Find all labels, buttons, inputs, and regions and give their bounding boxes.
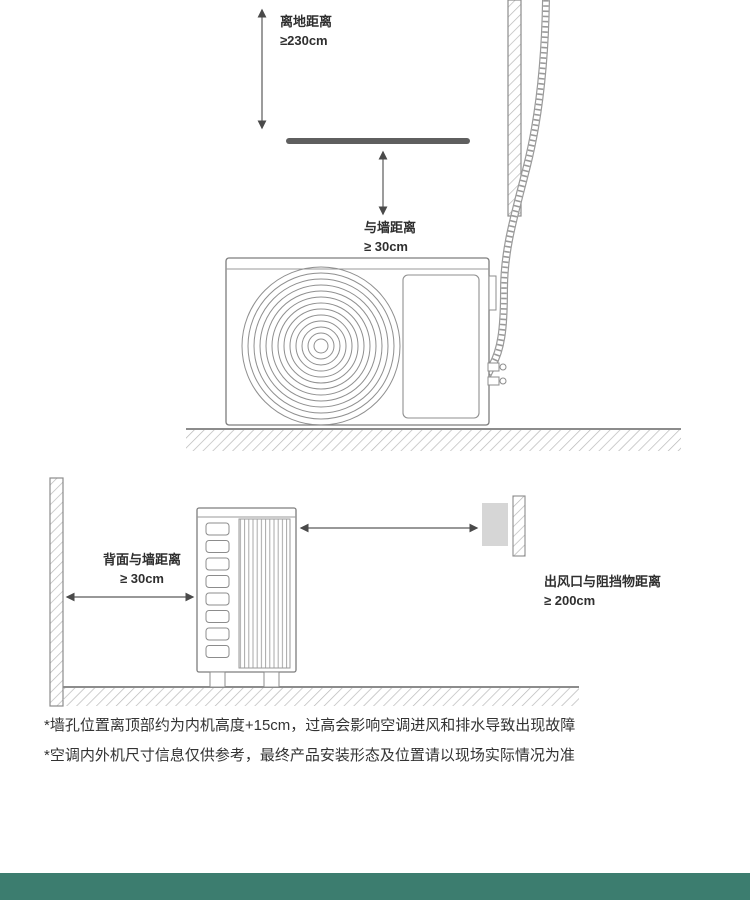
footnote-2: *空调内外机尺寸信息仅供参考，最终产品安装形态及位置请以现场实际情况为准 — [44, 747, 575, 764]
condenser-fins — [238, 518, 291, 669]
outlet-title: 出风口与阻挡物距离 — [544, 574, 662, 589]
wall-distance-value: ≥ 30cm — [364, 238, 408, 254]
louver-slats — [205, 522, 230, 658]
ground-side-diagram — [63, 686, 579, 706]
footnote-1: *墙孔位置离顶部约为内机高度+15cm，过高会影响空调进风和排水导致出现故障 — [44, 717, 576, 734]
back-wall-value: ≥ 30cm — [120, 570, 164, 586]
back-wall-title: 背面与墙距离 — [102, 552, 181, 567]
outlet-distance-label: 出风口与阻挡物距离 ≥ 200cm — [544, 573, 661, 611]
wall-left-hatched — [49, 477, 64, 707]
outlet-value: ≥ 200cm — [544, 592, 596, 608]
ground-clearance-value: ≥230cm — [280, 32, 328, 48]
ground-top-diagram — [186, 428, 681, 451]
side-diagram — [49, 477, 579, 707]
outdoor-unit — [225, 257, 507, 426]
wall-distance-label: 与墙距离 ≥ 30cm — [364, 219, 416, 257]
unit-feet — [209, 671, 280, 688]
outdoor-unit-side-view — [196, 507, 297, 688]
obstacle-block — [482, 495, 526, 557]
wall-distance-title: 与墙距离 — [364, 220, 417, 235]
mount-tab — [488, 275, 497, 311]
side-panel — [402, 274, 480, 419]
ground-clearance-label: 离地距离 ≥230cm — [280, 13, 332, 51]
valve-connections — [487, 362, 507, 386]
indoor-unit-level-bar — [286, 138, 470, 144]
fan-grille-icon — [241, 266, 401, 426]
back-wall-distance-label: 背面与墙距离 ≥ 30cm — [86, 551, 198, 589]
ground-clearance-title: 离地距离 — [280, 14, 333, 29]
footer-bar — [0, 873, 750, 900]
drain-cable — [483, 0, 550, 378]
top-diagram — [186, 0, 681, 451]
